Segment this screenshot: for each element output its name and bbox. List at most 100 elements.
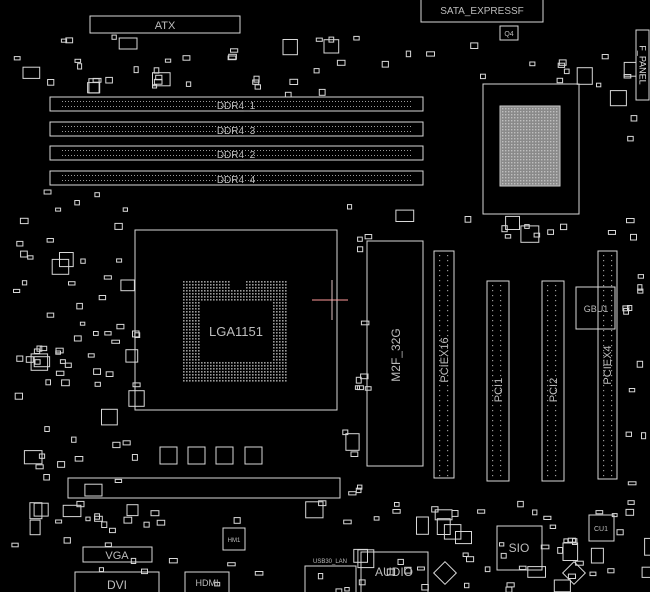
dimm-pin — [296, 101, 297, 102]
cpu-pin — [279, 341, 281, 343]
pci1-slot[interactable]: PCI1 — [486, 280, 510, 482]
dvi-connector[interactable]: DVI — [74, 571, 160, 592]
chipset[interactable] — [482, 83, 580, 215]
bga-pin — [532, 159, 534, 161]
dimm-pin — [290, 175, 291, 176]
smd-component — [16, 355, 24, 362]
cpu-pin — [192, 356, 194, 358]
cpu-pin — [261, 290, 263, 292]
cpu-pin — [186, 302, 188, 304]
cpu-pin — [186, 308, 188, 310]
slot-pin — [447, 365, 449, 367]
dimm-pin — [128, 175, 129, 176]
hm1-chip[interactable]: HM1 — [222, 527, 246, 551]
bga-pin — [511, 138, 513, 140]
hdmi-connector[interactable]: HDMI — [184, 571, 230, 592]
dimm-pin — [284, 180, 285, 181]
bga-pin — [511, 147, 513, 149]
cpu-pin — [198, 290, 200, 292]
vga-connector[interactable]: VGA — [82, 546, 153, 563]
dimm-pin — [221, 101, 222, 102]
cpu-pin — [285, 359, 287, 361]
smd-component — [524, 224, 530, 229]
dimm-pin — [143, 101, 144, 102]
bga-pin — [508, 111, 510, 113]
dimm-pin — [407, 180, 408, 181]
bga-pin — [517, 111, 519, 113]
atx-connector[interactable]: ATX — [89, 15, 241, 34]
q4-chip[interactable]: Q4 — [499, 25, 519, 41]
dimm-pin — [362, 101, 363, 102]
slot-pin — [555, 315, 557, 317]
slot-pin — [555, 465, 557, 467]
f-panel-connector[interactable]: F_PANEL — [635, 29, 650, 101]
bga-pin — [526, 156, 528, 158]
dimm-pin — [278, 150, 279, 151]
ddr-slot-4[interactable]: DDR4_4 — [49, 170, 424, 186]
slot-pin — [447, 435, 449, 437]
cpu-pin — [192, 299, 194, 301]
cpu-pin — [267, 281, 269, 283]
slot-pin — [603, 295, 605, 297]
usb-lan-connector[interactable]: USB30_LAN — [304, 559, 357, 592]
dimm-pin — [86, 106, 87, 107]
ddr-slot-2[interactable]: DDR4_2 — [49, 145, 424, 161]
dimm-pin — [230, 155, 231, 156]
cpu-pin — [198, 320, 200, 322]
cpu-pin — [183, 347, 185, 349]
bga-pin — [535, 120, 537, 122]
cpu-pin — [186, 341, 188, 343]
sata-express-connector[interactable]: SATA_EXPRESSF — [420, 0, 544, 23]
bga-pin — [547, 144, 549, 146]
cpu-pin — [285, 320, 287, 322]
pci2-slot[interactable]: PCI2 — [541, 280, 565, 482]
gbu1-chip[interactable]: GBU1 — [575, 286, 616, 330]
slot-pin — [603, 270, 605, 272]
m2-slot[interactable]: M2F_32G — [366, 240, 424, 467]
dimm-pin — [299, 155, 300, 156]
dimm-pin — [320, 106, 321, 107]
cpu-pin — [255, 293, 257, 295]
cpu-socket[interactable]: LGA1151 — [134, 229, 338, 411]
slot-pin — [439, 450, 441, 452]
ddr-slot-1[interactable]: DDR4_1 — [49, 96, 424, 112]
cpu-pin — [282, 374, 284, 376]
slot-pin — [492, 475, 494, 477]
dimm-pin — [350, 150, 351, 151]
cpu-pin — [210, 362, 212, 364]
bottom-connector[interactable] — [67, 477, 341, 499]
pciex4-slot[interactable]: PCIEX4 — [597, 250, 618, 480]
dimm-pin — [332, 101, 333, 102]
bga-pin — [547, 150, 549, 152]
bga-pin — [556, 108, 558, 110]
cpu-pin — [234, 296, 236, 298]
bga-pin — [508, 132, 510, 134]
cpu-pin — [273, 374, 275, 376]
bga-pin — [523, 183, 525, 185]
smd-component — [63, 537, 71, 544]
bga-pin — [556, 153, 558, 155]
dimm-pin — [62, 126, 63, 127]
dimm-pin — [146, 131, 147, 132]
sio-chip[interactable]: SIO — [496, 525, 543, 571]
ddr-slot-3[interactable]: DDR4_3 — [49, 121, 424, 137]
dimm-pin — [308, 155, 309, 156]
pciex16-slot[interactable]: PCIEX16 — [433, 250, 455, 479]
cpu-pin — [192, 281, 194, 283]
dimm-pin — [206, 180, 207, 181]
smd-component — [350, 451, 359, 457]
audio-connector[interactable]: AUDIO — [360, 551, 429, 592]
cu1-chip[interactable]: CU1 — [588, 514, 615, 542]
dimm-pin — [212, 106, 213, 107]
cpu-pin — [207, 299, 209, 301]
dimm-pin — [404, 106, 405, 107]
cpu-pin — [276, 335, 278, 337]
bga-pin — [523, 123, 525, 125]
bga-pin — [508, 150, 510, 152]
dimm-pin — [314, 131, 315, 132]
dimm-pin — [158, 131, 159, 132]
dimm-pin — [266, 131, 267, 132]
bga-pin — [514, 150, 516, 152]
smd-component — [33, 356, 51, 368]
